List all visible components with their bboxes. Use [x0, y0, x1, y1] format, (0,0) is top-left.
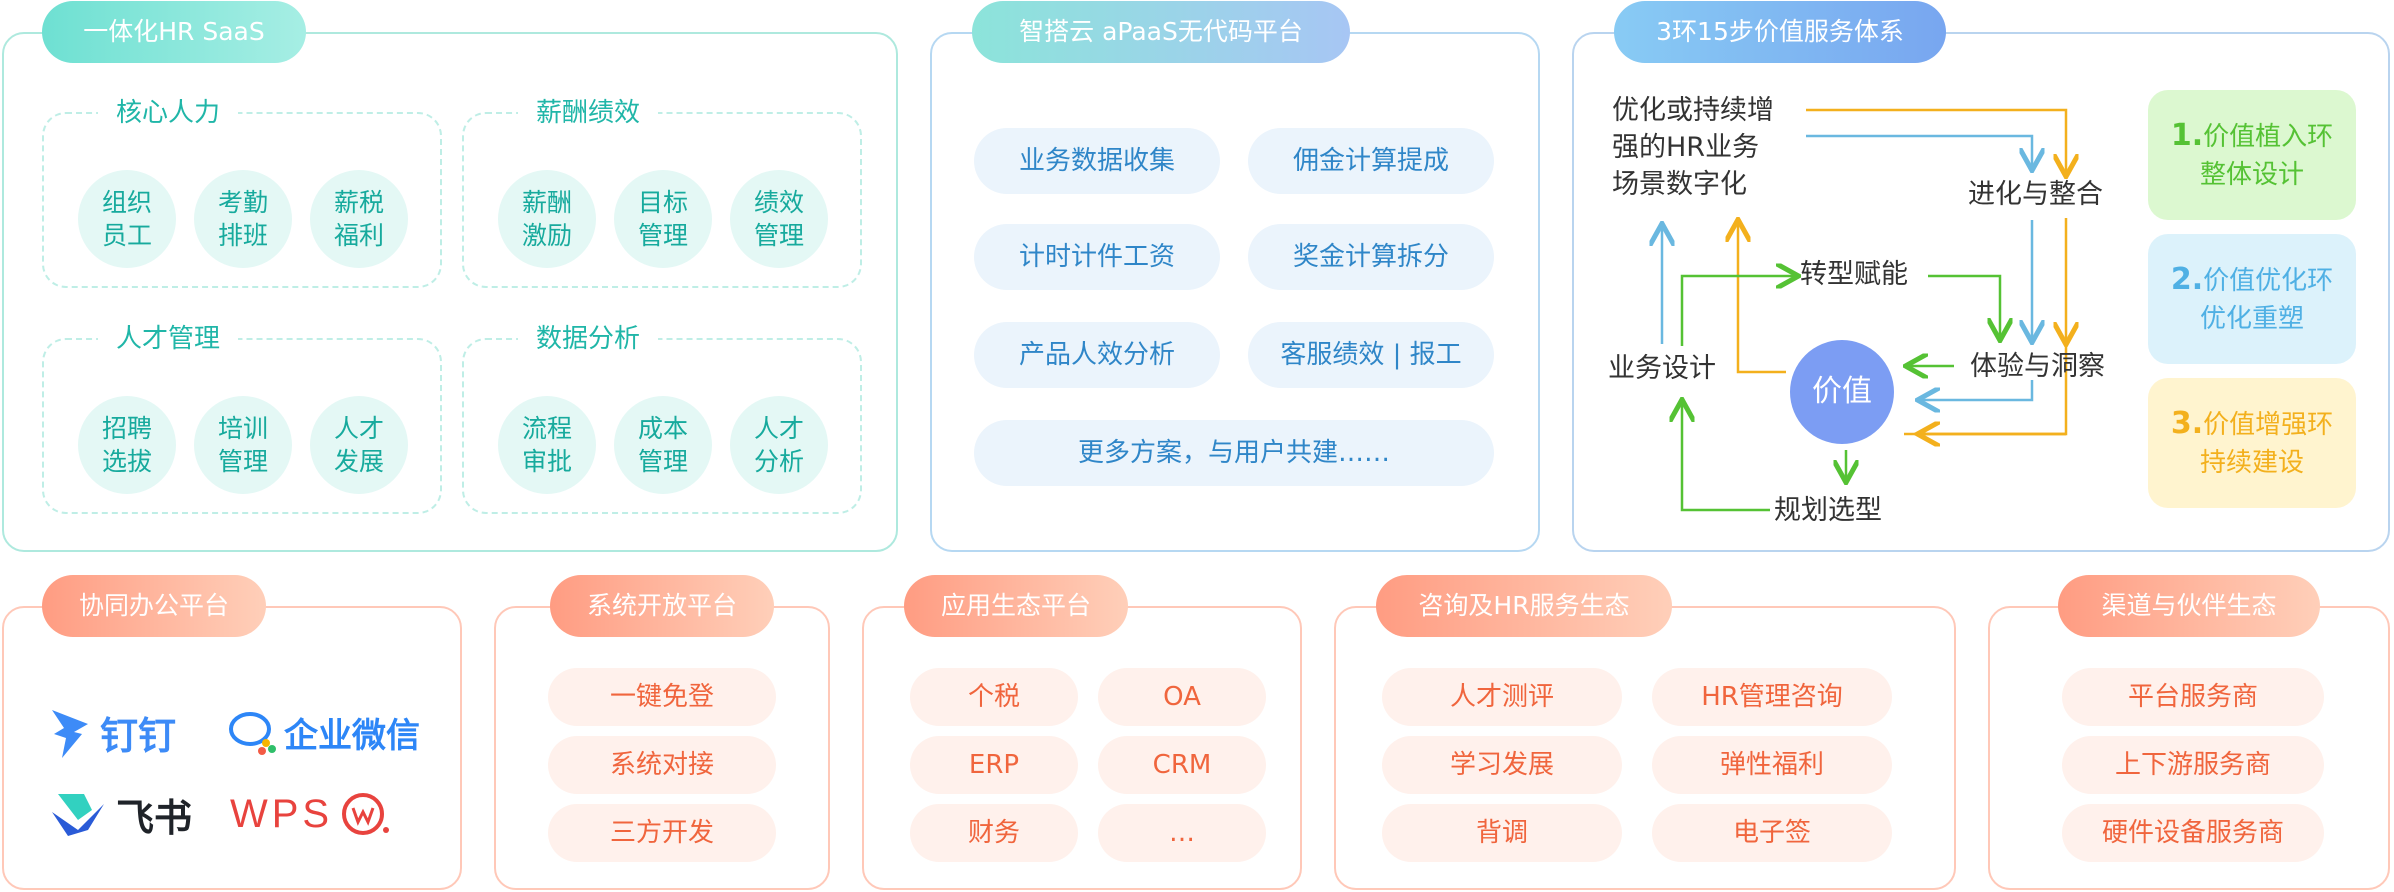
- consult-item[interactable]: 人才测评: [1382, 668, 1622, 726]
- channel-item[interactable]: 硬件设备服务商: [2062, 804, 2324, 862]
- consult-item[interactable]: 弹性福利: [1652, 736, 1892, 794]
- solution-item[interactable]: 奖金计算拆分: [1248, 224, 1494, 290]
- open-item[interactable]: 一键免登: [548, 668, 776, 726]
- value-core-circle: 价值: [1790, 340, 1894, 444]
- blue-ring-line: [1920, 380, 2034, 400]
- value-system-panel: 优化或持续增 强的HR业务 场景数字化 进化与整合 转型赋能 业务设计 体验与洞…: [1572, 32, 2390, 552]
- solution-item[interactable]: 计时计件工资: [974, 224, 1220, 290]
- node-transform: 转型赋能: [1800, 259, 1908, 290]
- wps-icon: [342, 793, 390, 835]
- consult-item[interactable]: HR管理咨询: [1652, 668, 1892, 726]
- group-core-hr: 核心人力 组织员工 考勤排班 薪税福利: [42, 96, 442, 288]
- feishu-icon: [52, 794, 104, 836]
- node-select: 规划选型: [1774, 495, 1882, 526]
- solution-item[interactable]: 产品人效分析: [974, 322, 1220, 388]
- module-item[interactable]: 人才发展: [310, 396, 408, 494]
- eco-item[interactable]: …: [1098, 804, 1266, 862]
- channel-panel: 平台服务商 上下游服务商 硬件设备服务商: [1988, 606, 2390, 890]
- green-ring-line: [1928, 274, 2000, 338]
- module-item[interactable]: 组织员工: [78, 170, 176, 268]
- module-item[interactable]: 培训管理: [194, 396, 292, 494]
- office-title: 协同办公平台: [42, 575, 266, 637]
- open-panel: 一键免登 系统对接 三方开发: [494, 606, 830, 890]
- hr-saas-title: 一体化HR SaaS: [42, 1, 306, 63]
- open-item[interactable]: 三方开发: [548, 804, 776, 862]
- module-item[interactable]: 流程审批: [498, 396, 596, 494]
- gold-ring-line: [1806, 108, 2066, 174]
- dingtalk-logo[interactable]: 钉钉: [48, 702, 176, 762]
- open-item[interactable]: 系统对接: [548, 736, 776, 794]
- solution-item[interactable]: 业务数据收集: [974, 128, 1220, 194]
- gold-to-top: [1738, 222, 1786, 374]
- feishu-logo[interactable]: 飞书: [48, 784, 192, 844]
- node-design: 业务设计: [1608, 353, 1716, 384]
- consult-item[interactable]: 背调: [1382, 804, 1622, 862]
- channel-item[interactable]: 平台服务商: [2062, 668, 2324, 726]
- solution-item[interactable]: 客服绩效 | 报工: [1248, 322, 1494, 388]
- more-solutions[interactable]: 更多方案，与用户共建……: [974, 420, 1494, 486]
- ring-optimize[interactable]: 2.价值优化环优化重塑: [2148, 234, 2356, 364]
- node-insight: 体验与洞察: [1970, 351, 2105, 382]
- group-compensation: 薪酬绩效 薪酬激励 目标管理 绩效管理: [462, 96, 862, 288]
- group-analytics: 数据分析 流程审批 成本管理 人才分析: [462, 322, 862, 514]
- node-integrate: 进化与整合: [1968, 179, 2103, 210]
- blue-ring-line: [1806, 134, 2032, 168]
- module-item[interactable]: 薪税福利: [310, 170, 408, 268]
- channel-item[interactable]: 上下游服务商: [2062, 736, 2324, 794]
- group-title: 数据分析: [518, 322, 659, 356]
- wecom-icon: [229, 712, 276, 755]
- wecom-logo[interactable]: 企业微信: [228, 702, 420, 762]
- eco-item[interactable]: CRM: [1098, 736, 1266, 794]
- module-item[interactable]: 考勤排班: [194, 170, 292, 268]
- channel-title: 渠道与伙伴生态: [2058, 575, 2320, 637]
- eco-item[interactable]: OA: [1098, 668, 1266, 726]
- ecosystem-panel: 个税 OA ERP CRM 财务 …: [862, 606, 1302, 890]
- flow-arrows: [1574, 108, 2392, 512]
- value-system-title: 3环15步价值服务体系: [1614, 1, 1946, 63]
- hr-saas-panel: 核心人力 组织员工 考勤排班 薪税福利 薪酬绩效 薪酬激励 目标管理 绩效管理 …: [2, 32, 898, 552]
- module-item[interactable]: 薪酬激励: [498, 170, 596, 268]
- open-title: 系统开放平台: [550, 575, 774, 637]
- module-item[interactable]: 绩效管理: [730, 170, 828, 268]
- eco-item[interactable]: 个税: [910, 668, 1078, 726]
- module-item[interactable]: 人才分析: [730, 396, 828, 494]
- consulting-panel: 人才测评 HR管理咨询 学习发展 弹性福利 背调 电子签: [1334, 606, 1956, 890]
- group-talent: 人才管理 招聘选拔 培训管理 人才发展: [42, 322, 442, 514]
- consulting-title: 咨询及HR服务生态: [1376, 575, 1672, 637]
- wps-logo[interactable]: WPS: [230, 784, 391, 844]
- module-item[interactable]: 招聘选拔: [78, 396, 176, 494]
- module-item[interactable]: 目标管理: [614, 170, 712, 268]
- office-panel: 钉钉 企业微信 飞书 WPS: [2, 606, 462, 890]
- group-title: 薪酬绩效: [518, 96, 659, 130]
- group-title: 核心人力: [98, 96, 239, 130]
- module-item[interactable]: 成本管理: [614, 396, 712, 494]
- apaas-panel: 业务数据收集 佣金计算提成 计时计件工资 奖金计算拆分 产品人效分析 客服绩效 …: [930, 32, 1540, 552]
- ring-enhance[interactable]: 3.价值增强环持续建设: [2148, 378, 2356, 508]
- consult-item[interactable]: 学习发展: [1382, 736, 1622, 794]
- ring-implant[interactable]: 1.价值植入环整体设计: [2148, 90, 2356, 220]
- apaas-title: 智搭云 aPaaS无代码平台: [972, 1, 1350, 63]
- eco-item[interactable]: ERP: [910, 736, 1078, 794]
- consult-item[interactable]: 电子签: [1652, 804, 1892, 862]
- green-ring-line: [1680, 276, 1796, 346]
- solution-item[interactable]: 佣金计算提成: [1248, 128, 1494, 194]
- group-title: 人才管理: [98, 322, 239, 356]
- green-ring-line: [1682, 402, 1770, 512]
- eco-item[interactable]: 财务: [910, 804, 1078, 862]
- dingtalk-icon: [52, 710, 88, 758]
- ecosystem-title: 应用生态平台: [904, 575, 1128, 637]
- node-optimize: 优化或持续增 强的HR业务 场景数字化: [1612, 95, 1774, 200]
